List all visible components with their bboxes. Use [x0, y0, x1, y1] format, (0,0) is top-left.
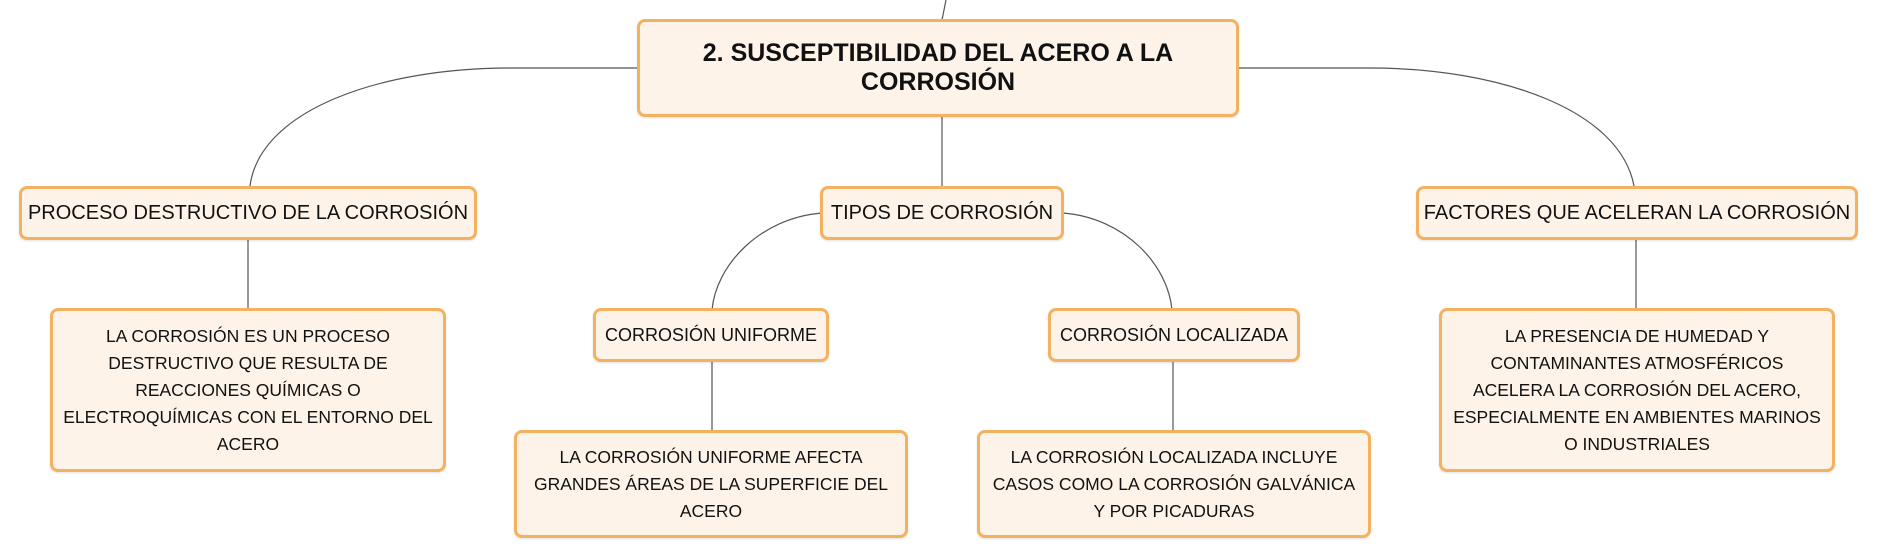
node-proceso-destructivo[interactable]: PROCESO DESTRUCTIVO DE LA CORROSIÓN	[19, 186, 477, 240]
node-factores-detail[interactable]: LA PRESENCIA DE HUMEDAD Y CONTAMINANTES …	[1439, 308, 1835, 472]
node-uniforme-detail-text: LA CORROSIÓN UNIFORME AFECTA GRANDES ÁRE…	[534, 446, 888, 521]
node-factores-aceleran[interactable]: FACTORES QUE ACELERAN LA CORROSIÓN	[1416, 186, 1858, 240]
node-corrosion-uniforme[interactable]: CORROSIÓN UNIFORME	[593, 308, 829, 362]
node-factores-detail-text: LA PRESENCIA DE HUMEDAD Y CONTAMINANTES …	[1453, 325, 1821, 454]
connector-tipos-uniforme	[711, 212, 823, 311]
node-corrosion-localizada[interactable]: CORROSIÓN LOCALIZADA	[1048, 308, 1300, 362]
node-proceso-detail[interactable]: LA CORROSIÓN ES UN PROCESO DESTRUCTIVO Q…	[50, 308, 446, 472]
root-node[interactable]: 2. SUSCEPTIBILIDAD DEL ACERO A LA CORROS…	[637, 19, 1239, 117]
node-corrosion-uniforme-label: CORROSIÓN UNIFORME	[604, 324, 817, 345]
root-node-label: 2. SUSCEPTIBILIDAD DEL ACERO A LA CORROS…	[702, 39, 1174, 96]
node-factores-aceleran-label: FACTORES QUE ACELERAN LA CORROSIÓN	[1423, 201, 1851, 224]
node-localizada-detail[interactable]: LA CORROSIÓN LOCALIZADA INCLUYE CASOS CO…	[977, 430, 1371, 538]
node-localizada-detail-text: LA CORROSIÓN LOCALIZADA INCLUYE CASOS CO…	[992, 446, 1356, 521]
connector-root-factores	[1238, 67, 1635, 187]
node-uniforme-detail[interactable]: LA CORROSIÓN UNIFORME AFECTA GRANDES ÁRE…	[514, 430, 908, 538]
node-tipos-corrosion-label: TIPOS DE CORROSIÓN	[830, 201, 1054, 224]
node-proceso-detail-text: LA CORROSIÓN ES UN PROCESO DESTRUCTIVO Q…	[63, 325, 433, 454]
connector-top-incoming	[941, 0, 947, 21]
node-proceso-destructivo-label: PROCESO DESTRUCTIVO DE LA CORROSIÓN	[27, 201, 469, 224]
node-tipos-corrosion[interactable]: TIPOS DE CORROSIÓN	[820, 186, 1064, 240]
connector-root-proceso	[249, 67, 640, 187]
connector-tipos-localizada	[1062, 212, 1173, 311]
node-corrosion-localizada-label: CORROSIÓN LOCALIZADA	[1059, 324, 1289, 345]
